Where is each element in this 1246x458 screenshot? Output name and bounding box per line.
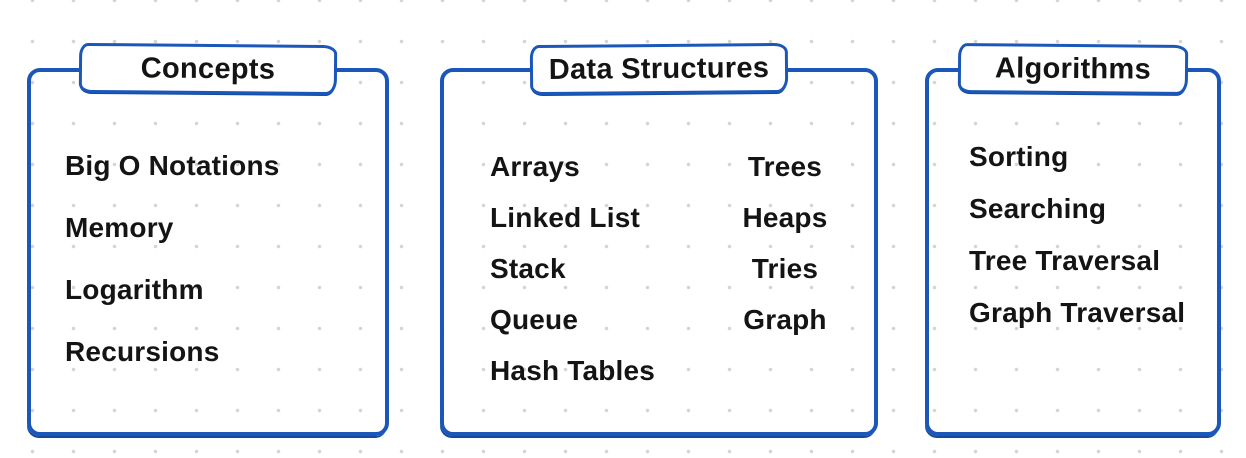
concepts-list: Big O Notations Memory Logarithm Recursi… (31, 72, 385, 370)
list-item: Recursions (65, 336, 220, 367)
list-item: Graph (743, 304, 827, 335)
card-data-structures-title-tab: Data Structures (529, 42, 789, 96)
list-item: Graph Traversal (969, 297, 1186, 328)
card-concepts: Concepts Big O Notations Memory Logarith… (27, 42, 389, 436)
list-item: Sorting (969, 141, 1069, 172)
data-structures-list-left: Arrays Linked List Stack Queue Hash Tabl… (444, 149, 710, 389)
list-item: Tree Traversal (969, 245, 1161, 276)
card-title: Data Structures (548, 51, 770, 86)
list-item: Big O Notations (65, 150, 280, 181)
data-structures-columns: Arrays Linked List Stack Queue Hash Tabl… (444, 72, 874, 389)
list-item: Memory (65, 212, 174, 243)
list-item: Searching (969, 193, 1107, 224)
card-algorithms: Algorithms Sorting Searching Tree Traver… (925, 42, 1221, 436)
algorithms-list: Sorting Searching Tree Traversal Graph T… (929, 72, 1217, 331)
list-item: Logarithm (65, 274, 204, 305)
card-data-structures: Data Structures Arrays Linked List Stack… (440, 42, 878, 436)
card-title: Concepts (140, 51, 276, 86)
list-item: Arrays (490, 151, 580, 182)
list-item: Queue (490, 304, 579, 335)
list-item: Hash Tables (490, 355, 656, 386)
list-item: Heaps (742, 202, 828, 233)
list-item: Tries (751, 253, 819, 284)
data-structures-list-right: Trees Heaps Tries Graph (710, 149, 860, 389)
list-item: Linked List (490, 202, 640, 233)
card-algorithms-title-tab: Algorithms (957, 42, 1189, 96)
card-concepts-title-tab: Concepts (78, 42, 338, 96)
card-title: Algorithms (994, 51, 1152, 86)
list-item: Stack (490, 253, 566, 284)
list-item: Trees (747, 151, 823, 182)
